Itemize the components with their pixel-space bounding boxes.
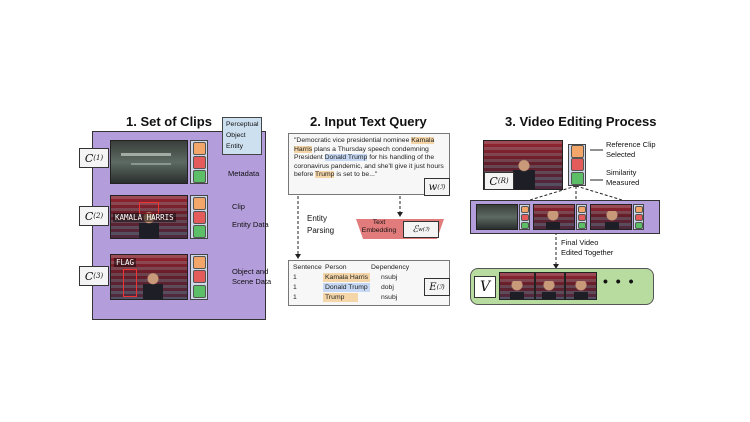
clip2-symbol: C(2) [79, 206, 109, 226]
reference-label-1: Reference Clip [606, 140, 656, 149]
candidate-metadata-1 [519, 204, 530, 230]
candidate-clip-2 [533, 204, 575, 230]
reference-label-2: Selected [606, 150, 636, 159]
metadata-legend: Perceptual Object Entity [222, 117, 262, 155]
table-symbol: E(ℐ) [424, 278, 450, 296]
candidate-metadata-3 [633, 204, 644, 230]
reference-metadata [568, 144, 586, 186]
section2-title: 2. Input Text Query [310, 114, 427, 129]
scene-data-label: Scene Data [232, 277, 272, 286]
table-header-sentence: Sentence [293, 264, 322, 271]
entity-parsing-label-2: Parsing [307, 226, 335, 235]
query-part-4: for his handling of the coronavirus pand… [294, 154, 444, 179]
query-part-2: plans a Thursday speech condemning Presi… [294, 145, 429, 162]
table-header-dependency: Dependency [371, 264, 410, 271]
final-clip-2 [535, 272, 565, 300]
query-entity-donald: Donald Trump [324, 154, 368, 162]
final-video-label-1: Final Video [561, 238, 599, 247]
clip3-overlay: FLAG [114, 258, 137, 267]
clip3-metadata [190, 254, 208, 300]
clip2-overlay: KAMALA HARRIS [113, 213, 176, 222]
reference-symbol: C(R) [484, 172, 514, 190]
table-row: 1 Kamala Harris nsubj [293, 273, 398, 282]
final-video-symbol: V [474, 276, 496, 298]
legend-perceptual: Perceptual [226, 121, 259, 128]
final-clip-3 [565, 272, 597, 300]
legend-entity: Entity [226, 143, 243, 150]
query-entity-trump: Trump [315, 171, 335, 179]
query-part-0: "Democratic vice presidential nominee [294, 137, 412, 144]
candidate-metadata-2 [576, 204, 587, 230]
candidate-clip-1 [476, 204, 518, 230]
entity-table: Sentence Person Dependency 1 Kamala Harr… [288, 260, 450, 306]
section3-title: 3. Video Editing Process [505, 114, 657, 129]
text-embedding-label: Text Embedding [361, 219, 397, 234]
similarity-label-2: Measured [606, 178, 640, 187]
query-part-6: is set to be..." [334, 171, 378, 179]
clip2-metadata [190, 195, 208, 239]
object-and-label: Object and [232, 267, 269, 276]
clip1-symbol: C(1) [79, 148, 109, 168]
candidate-clip-3 [590, 204, 632, 230]
entity-data-label: Entity Data [232, 220, 269, 229]
table-header-person: Person [325, 264, 347, 271]
entity-parsing-label-1: Entity [307, 214, 328, 223]
clip3-thumbnail: FLAG [110, 254, 188, 300]
final-video-ellipsis: • • • [603, 273, 636, 289]
similarity-label-1: Similarity [606, 168, 637, 177]
text-query-box: "Democratic vice presidential nominee Ka… [288, 133, 450, 195]
clip3-symbol: C(3) [79, 266, 109, 286]
final-clip-1 [499, 272, 535, 300]
legend-object: Object [226, 132, 246, 139]
clip1-thumbnail [110, 140, 188, 184]
clip-label: Clip [232, 202, 245, 211]
section1-title: 1. Set of Clips [126, 114, 212, 129]
final-video-label-2: Edited Together [561, 248, 614, 257]
clip1-metadata [190, 140, 208, 184]
clip2-thumbnail: KAMALA HARRIS [110, 195, 188, 239]
query-symbol: w(ℐ) [424, 178, 450, 196]
metadata-label: Metadata [228, 169, 260, 178]
